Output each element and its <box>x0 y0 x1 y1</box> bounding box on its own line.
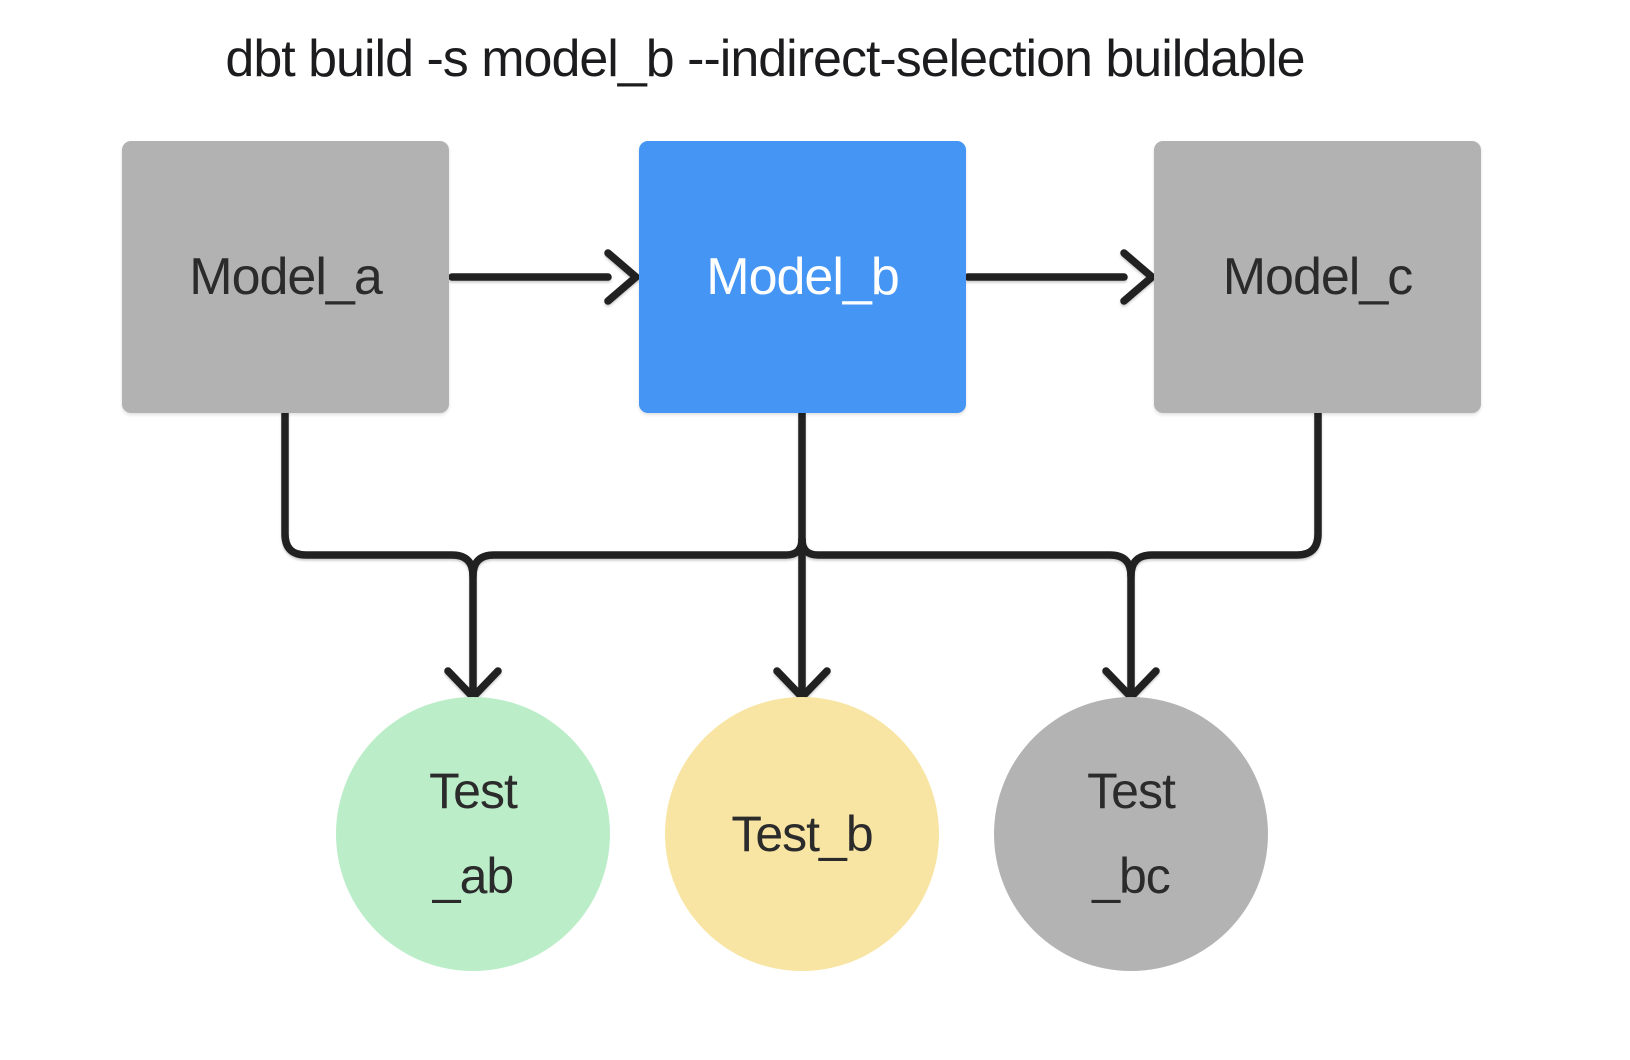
diagram-title: dbt build -s model_b --indirect-selectio… <box>225 30 1305 88</box>
edge-model-c-to-test-bc <box>1127 409 1322 580</box>
edge-bus-model-b-to-test-bc <box>798 535 1135 696</box>
model-c-label: Model_c <box>1222 248 1414 306</box>
node-test-ab: Test _ab <box>336 697 610 971</box>
test-b-label-line1: Test_b <box>731 805 873 862</box>
edge-model-a-to-test-ab <box>281 409 477 696</box>
model-a-label: Model_a <box>189 248 382 306</box>
model-b-label: Model_b <box>706 248 899 306</box>
node-test-b: Test_b <box>665 697 939 971</box>
test-ab-label-line1: Test <box>429 763 518 819</box>
arrowhead-model-b <box>604 249 640 305</box>
node-model-a: Model_a <box>122 141 449 413</box>
node-model-c: Model_c <box>1154 141 1481 413</box>
test-bc-label-line2: _bc <box>1092 848 1171 904</box>
node-test-bc: Test _bc <box>994 697 1268 971</box>
node-model-b-selected: Model_b <box>639 141 966 413</box>
test-ab-label-line2: _ab <box>432 848 514 904</box>
edge-bus-test-ab-to-model-b <box>469 535 806 580</box>
arrowhead-model-c <box>1120 249 1156 305</box>
test-bc-label-line1: Test <box>1087 763 1176 819</box>
